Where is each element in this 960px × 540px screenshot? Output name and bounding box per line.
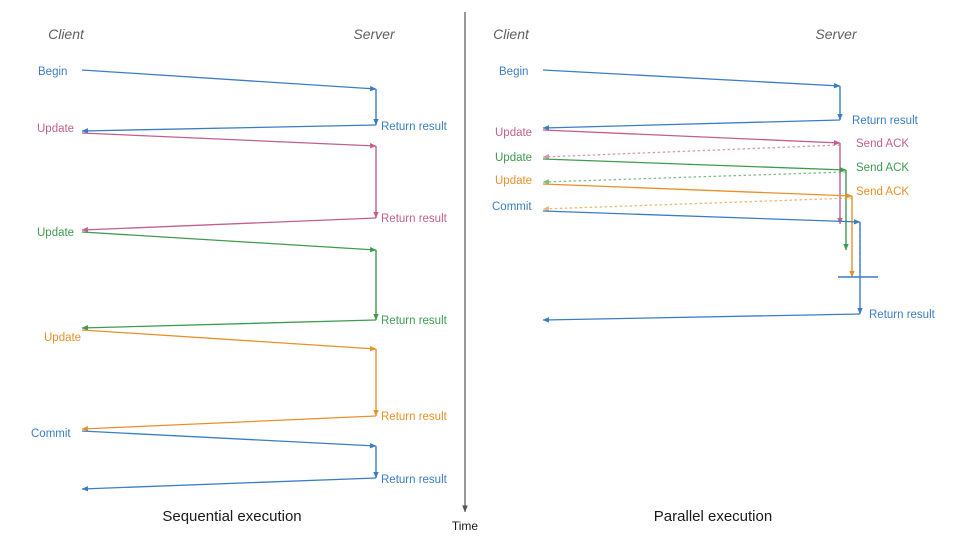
- message-arrow-to-server: [542, 183, 853, 199]
- message-arrow-to-server: [542, 69, 841, 89]
- message-arrow-to-client: [81, 217, 377, 233]
- message-arrow-to-client: [542, 119, 841, 131]
- message-label: Return result: [869, 309, 936, 321]
- message-label: Update: [495, 127, 532, 139]
- time-axis: Time: [452, 12, 479, 533]
- message-label: Return result: [381, 315, 448, 327]
- panel-caption: Sequential execution: [162, 508, 301, 525]
- message-label: Send ACK: [856, 162, 909, 174]
- message-arrow-to-server: [81, 132, 377, 149]
- message-arrow-to-server: [542, 158, 847, 173]
- message-arrow-to-client: [542, 313, 861, 323]
- message-arrow-to-client: [81, 319, 377, 331]
- message-label: Update: [495, 175, 532, 187]
- message-arrow-to-client: [542, 197, 853, 212]
- message-label: Return result: [381, 411, 448, 423]
- lane-header-client: Client: [493, 26, 530, 42]
- message-arrow-to-server: [81, 430, 377, 449]
- message-label: Send ACK: [856, 186, 909, 198]
- message-label: Begin: [38, 66, 67, 78]
- message-label: Return result: [381, 213, 448, 225]
- message-arrow-to-client: [81, 124, 377, 134]
- message-arrow-to-client: [81, 415, 377, 432]
- message-label: Send ACK: [856, 138, 909, 150]
- message-arrow-to-server: [542, 129, 841, 146]
- message-arrow-to-client: [542, 144, 841, 160]
- message-label: Return result: [381, 474, 448, 486]
- message-arrow-to-client: [81, 477, 377, 492]
- message-label: Update: [37, 123, 74, 135]
- message-label: Update: [495, 152, 532, 164]
- message-label: Update: [37, 227, 74, 239]
- panel-caption: Parallel execution: [654, 508, 772, 525]
- message-label: Commit: [492, 201, 532, 213]
- message-label: Return result: [381, 121, 448, 133]
- message-label: Begin: [499, 66, 528, 78]
- message-arrow-to-server: [81, 329, 377, 352]
- lane-header-client: Client: [48, 26, 85, 42]
- time-axis-label: Time: [452, 519, 479, 533]
- message-label: Commit: [31, 428, 71, 440]
- message-arrow-to-server: [81, 69, 377, 92]
- message-arrow-to-client: [542, 171, 847, 185]
- message-label: Return result: [852, 115, 919, 127]
- message-arrow-to-server: [81, 231, 377, 253]
- lane-header-server: Server: [353, 26, 396, 42]
- lane-header-server: Server: [815, 26, 858, 42]
- message-arrow-to-server: [542, 210, 861, 225]
- message-label: Update: [44, 332, 81, 344]
